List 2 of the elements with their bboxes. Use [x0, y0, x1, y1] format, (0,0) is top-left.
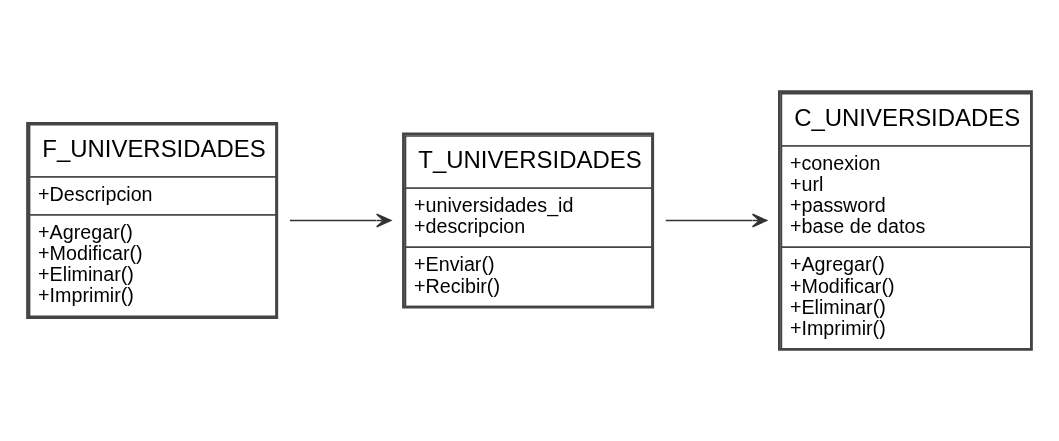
- arrow: [289, 213, 392, 228]
- arrow: [665, 213, 768, 228]
